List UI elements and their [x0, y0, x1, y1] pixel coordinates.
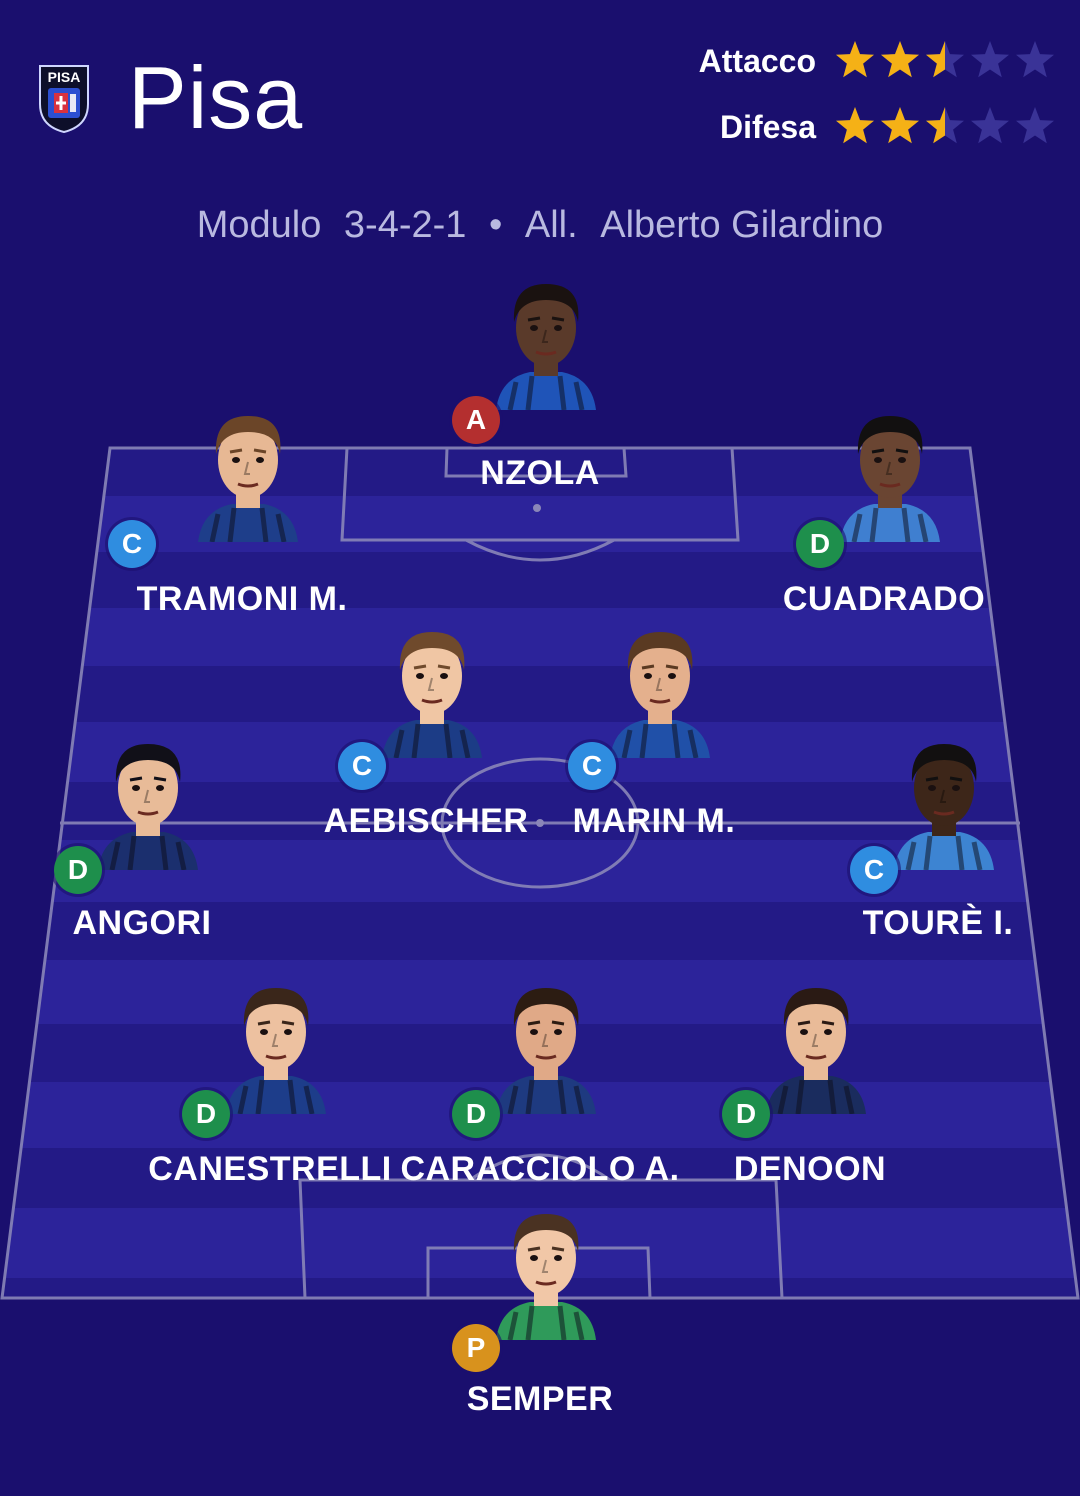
player-card[interactable]: P SEMPER [410, 1200, 670, 1418]
role-badge: C [338, 742, 386, 790]
player-name: CARACCIOLO A. [400, 1150, 680, 1188]
player-avatar [382, 632, 482, 758]
attack-rating: Attacco [676, 40, 1056, 80]
attack-stars [836, 41, 1054, 78]
player-card[interactable]: C TRAMONI M. [108, 402, 372, 618]
star-empty-icon [1016, 41, 1054, 78]
defense-rating-label: Difesa [719, 109, 816, 145]
coach-label: All. [524, 204, 578, 246]
svg-text:PISA: PISA [48, 69, 81, 85]
player-avatar [496, 284, 596, 410]
player-card[interactable]: D DENOON [680, 974, 940, 1188]
player-name: SEMPER [466, 1380, 614, 1418]
role-badge: D [54, 846, 102, 894]
player-name: MARIN M. [572, 802, 736, 840]
player-avatar [496, 988, 596, 1114]
formation-value: 3-4-2-1 [343, 204, 467, 246]
player-name: TOURÈ I. [862, 904, 1014, 942]
player-avatar [496, 1214, 596, 1340]
football-pitch [0, 446, 1080, 1300]
player-name: CUADRADO [782, 580, 986, 618]
team-logo: PISA [39, 65, 89, 134]
role-badge: D [796, 520, 844, 568]
player-card[interactable]: D CUADRADO [754, 402, 1014, 618]
role-badge: C [850, 846, 898, 894]
star-full-icon [881, 41, 919, 78]
player-avatar [840, 416, 940, 542]
player-avatar [610, 632, 710, 758]
role-badge: C [108, 520, 156, 568]
formation-line: Modulo 3-4-2-1 • All. Alberto Gilardino [0, 200, 1080, 250]
player-card[interactable]: D CARACCIOLO A. [400, 974, 679, 1188]
star-full-icon [836, 41, 874, 78]
role-badge: D [722, 1090, 770, 1138]
role-badge: P [452, 1324, 500, 1372]
player-name: TRAMONI M. [136, 580, 348, 618]
team-header: PISA Pisa Attacco Difesa [0, 0, 1080, 180]
star-half-icon [926, 107, 964, 144]
star-full-icon [836, 107, 874, 144]
player-avatar [226, 988, 326, 1114]
attack-rating-label: Attacco [698, 43, 816, 79]
player-card[interactable]: C AEBISCHER [296, 618, 556, 840]
formation-label: Modulo [196, 204, 322, 246]
player-name: AEBISCHER [323, 802, 529, 840]
role-badge: D [452, 1090, 500, 1138]
role-badge: A [452, 396, 500, 444]
player-card[interactable]: D ANGORI [12, 730, 272, 942]
player-name: DENOON [733, 1150, 887, 1188]
player-avatar [98, 744, 198, 870]
defense-rating: Difesa [676, 106, 1056, 146]
player-avatar [198, 416, 298, 542]
defense-stars [836, 107, 1054, 144]
player-avatar [766, 988, 866, 1114]
star-empty-icon [1016, 107, 1054, 144]
player-card[interactable]: A NZOLA [410, 270, 670, 492]
player-name: NZOLA [480, 454, 600, 492]
player-name: CANESTRELLI [148, 1150, 392, 1188]
coach-name: Alberto Gilardino [600, 204, 884, 246]
player-card[interactable]: D CANESTRELLI [140, 974, 400, 1188]
star-empty-icon [971, 41, 1009, 78]
star-half-icon [926, 41, 964, 78]
player-name: ANGORI [72, 904, 212, 942]
player-avatar [894, 744, 994, 870]
star-empty-icon [971, 107, 1009, 144]
team-name: Pisa [128, 48, 304, 147]
star-full-icon [881, 107, 919, 144]
player-card[interactable]: C MARIN M. [524, 618, 784, 840]
player-card[interactable]: C TOURÈ I. [808, 730, 1068, 942]
role-badge: C [568, 742, 616, 790]
separator-dot: • [488, 204, 503, 246]
role-badge: D [182, 1090, 230, 1138]
